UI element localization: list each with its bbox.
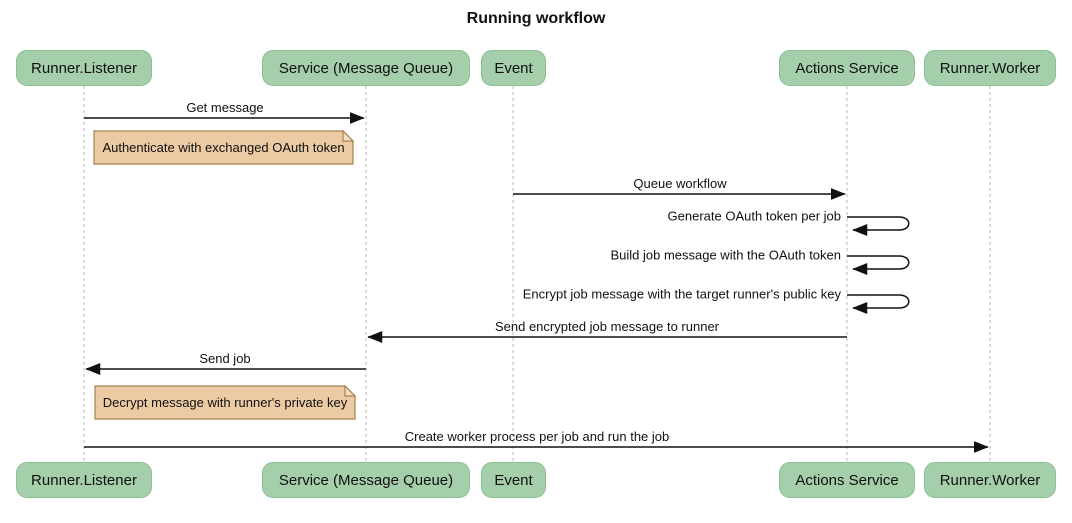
participant-top-runner-worker: Runner.Worker xyxy=(924,50,1056,86)
message-label-generate-oauth-token: Generate OAuth token per job xyxy=(667,208,841,224)
participant-label: Runner.Listener xyxy=(31,471,137,489)
arrow-self-loop-build-message xyxy=(847,255,910,275)
participant-bottom-runner-listener: Runner.Listener xyxy=(16,462,152,498)
participant-label: Service (Message Queue) xyxy=(278,59,454,77)
participant-bottom-service-message-queue: Service (Message Queue) xyxy=(262,462,470,498)
note-shape-decrypt xyxy=(94,385,356,420)
note-decrypt-message: Decrypt message with runner's private ke… xyxy=(102,395,348,410)
participant-top-actions-service: Actions Service xyxy=(779,50,915,86)
message-label-get-message: Get message xyxy=(186,100,264,115)
lifelines xyxy=(83,86,991,462)
message-label-create-worker: Create worker process per job and run th… xyxy=(404,429,670,444)
participant-bottom-runner-worker: Runner.Worker xyxy=(924,462,1056,498)
message-label-queue-workflow: Queue workflow xyxy=(633,176,727,191)
message-label-send-encrypted-job: Send encrypted job message to runner xyxy=(494,319,720,334)
participant-label: Runner.Listener xyxy=(31,59,137,77)
participant-top-runner-listener: Runner.Listener xyxy=(16,50,152,86)
message-arrows xyxy=(84,112,989,453)
arrow-self-loop-generate-token xyxy=(847,216,910,236)
message-label-send-job: Send job xyxy=(199,351,251,366)
participant-label: Event xyxy=(494,471,533,489)
message-label-encrypt-job-message: Encrypt job message with the target runn… xyxy=(522,286,841,302)
note-fold-authenticate xyxy=(342,129,355,142)
participant-label: Runner.Worker xyxy=(939,471,1041,489)
participant-label: Actions Service xyxy=(795,471,899,489)
note-shapes xyxy=(93,129,357,420)
participant-label: Event xyxy=(494,59,533,77)
note-fold-decrypt xyxy=(344,384,357,397)
note-shape-authenticate xyxy=(93,130,354,165)
message-label-build-job-message: Build job message with the OAuth token xyxy=(610,247,841,263)
participant-label: Service (Message Queue) xyxy=(278,471,454,489)
arrow-self-loop-encrypt-message xyxy=(847,294,910,314)
note-authenticate-oauth: Authenticate with exchanged OAuth token xyxy=(102,140,345,155)
participant-top-service-message-queue: Service (Message Queue) xyxy=(262,50,470,86)
participant-top-event: Event xyxy=(481,50,546,86)
participant-bottom-event: Event xyxy=(481,462,546,498)
participant-label: Runner.Worker xyxy=(939,59,1041,77)
participant-bottom-actions-service: Actions Service xyxy=(779,462,915,498)
participant-label: Actions Service xyxy=(795,59,899,77)
diagram-title: Running workflow xyxy=(466,10,606,27)
